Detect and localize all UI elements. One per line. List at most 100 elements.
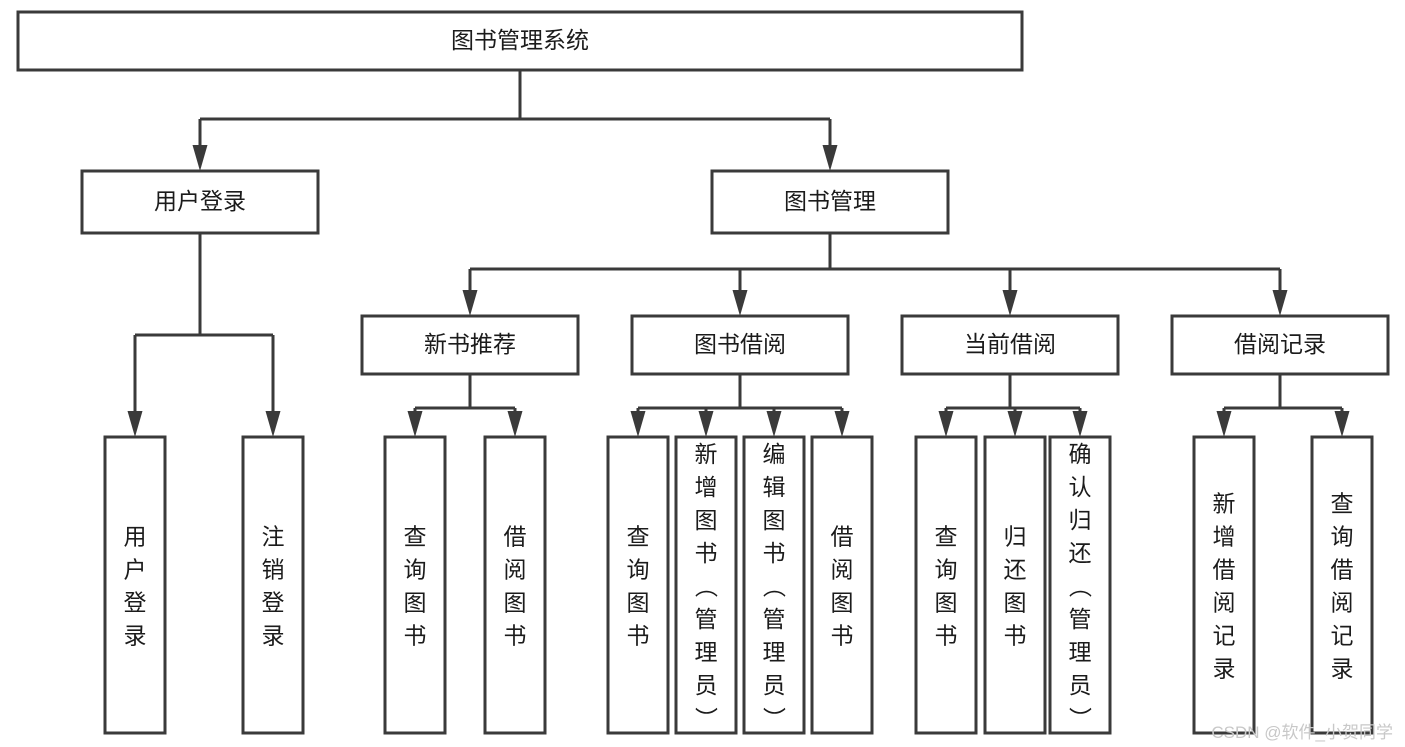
node-level3-3[interactable]: 借阅记录 xyxy=(1170,314,1390,376)
node-level2-0-box[interactable] xyxy=(80,169,320,235)
leaf-char: 询 xyxy=(1331,524,1354,550)
node-leaf-2-box[interactable] xyxy=(383,435,447,735)
node-root-label: 图书管理系统 xyxy=(451,27,589,53)
leaf-char: 图 xyxy=(763,507,786,533)
node-leaf-3-box[interactable] xyxy=(483,435,547,735)
arrow-head-icon xyxy=(462,290,478,316)
leaf-char: 户 xyxy=(124,557,147,583)
leaf-char: 借 xyxy=(1213,557,1236,583)
leaf-char: 借 xyxy=(831,524,854,550)
leaf-char: 登 xyxy=(124,590,147,616)
leaf-char: 阅 xyxy=(1331,590,1354,616)
leaf-char: 管 xyxy=(1069,606,1092,632)
leaf-char: 辑 xyxy=(763,474,786,500)
leaf-char: 增 xyxy=(695,474,718,500)
node-level2-0[interactable]: 用户登录 xyxy=(80,169,320,235)
node-level2-0-label: 用户登录 xyxy=(154,188,246,214)
leaf-char: 书 xyxy=(935,623,958,649)
node-leaf-11-box[interactable] xyxy=(1192,435,1256,735)
csdn-watermark: CSDN @软件_小贺同学 xyxy=(1211,723,1393,742)
arrow-head-icon xyxy=(834,411,850,437)
leaf-char: 新 xyxy=(695,441,718,467)
node-leaf-0[interactable]: 用户登录 xyxy=(103,435,167,735)
leaf-char: ） xyxy=(761,707,787,730)
node-level3-0[interactable]: 新书推荐 xyxy=(360,314,580,376)
leaf-char: （ xyxy=(693,575,719,598)
node-leaf-0-box[interactable] xyxy=(103,435,167,735)
leaf-char: 书 xyxy=(1004,623,1027,649)
arrow-head-icon xyxy=(127,411,143,437)
leaf-char: 理 xyxy=(763,639,786,665)
node-level3-1[interactable]: 图书借阅 xyxy=(630,314,850,376)
node-level3-0-label: 新书推荐 xyxy=(424,331,516,357)
node-leaf-8-box[interactable] xyxy=(914,435,978,735)
leaf-char: 用 xyxy=(124,524,147,550)
connector-current-to-leaves xyxy=(938,374,1088,437)
node-leaf-5-box[interactable] xyxy=(674,435,738,735)
leaf-char: 录 xyxy=(1213,656,1236,682)
connector-record-to-leaves xyxy=(1216,374,1350,437)
node-root-box[interactable] xyxy=(16,10,1024,72)
node-leaf-12-box[interactable] xyxy=(1310,435,1374,735)
leaf-char: 借 xyxy=(1331,557,1354,583)
leaf-char: 还 xyxy=(1069,540,1092,566)
leaf-char: 录 xyxy=(124,623,147,649)
node-level2-1[interactable]: 图书管理 xyxy=(710,169,950,235)
node-level3-2[interactable]: 当前借阅 xyxy=(900,314,1120,376)
leaf-char: 图 xyxy=(404,590,427,616)
leaf-char: 书 xyxy=(831,623,854,649)
node-level2-1-box[interactable] xyxy=(710,169,950,235)
node-level3-3-box[interactable] xyxy=(1170,314,1390,376)
leaf-char: 询 xyxy=(935,557,958,583)
leaf-char: 员 xyxy=(695,672,718,698)
node-leaf-6-box[interactable] xyxy=(742,435,806,735)
node-level2-1-label: 图书管理 xyxy=(784,188,876,214)
leaf-char: 阅 xyxy=(504,557,527,583)
leaf-char: 录 xyxy=(1331,656,1354,682)
node-leaf-9-box[interactable] xyxy=(983,435,1047,735)
leaf-char: 理 xyxy=(695,639,718,665)
node-level3-2-box[interactable] xyxy=(900,314,1120,376)
leaf-char: 阅 xyxy=(1213,590,1236,616)
leaf-char: 图 xyxy=(935,590,958,616)
leaf-char: 图 xyxy=(695,507,718,533)
leaf-char: 注 xyxy=(262,524,285,550)
arrow-head-icon xyxy=(507,411,523,437)
node-leaf-7-box[interactable] xyxy=(810,435,874,735)
node-level3-1-box[interactable] xyxy=(630,314,850,376)
node-leaf-4-box[interactable] xyxy=(606,435,670,735)
node-level3-3-label: 借阅记录 xyxy=(1234,331,1326,357)
leaf-char: 记 xyxy=(1213,623,1236,649)
node-level3-0-box[interactable] xyxy=(360,314,580,376)
leaf-char: 查 xyxy=(1331,491,1354,517)
leaf-char: 管 xyxy=(763,606,786,632)
node-leaf-1-box[interactable] xyxy=(241,435,305,735)
arrow-head-icon xyxy=(265,411,281,437)
node-root[interactable]: 图书管理系统 xyxy=(16,10,1024,72)
connector-bookmgmt-to-level3 xyxy=(462,233,1288,316)
arrow-head-icon xyxy=(1334,411,1350,437)
arrow-head-icon xyxy=(732,290,748,316)
leaf-char: 归 xyxy=(1004,524,1027,550)
arrow-head-icon xyxy=(192,145,208,171)
leaf-char: 查 xyxy=(627,524,650,550)
node-leaf-10-box[interactable] xyxy=(1048,435,1112,735)
leaf-char: （ xyxy=(761,575,787,598)
